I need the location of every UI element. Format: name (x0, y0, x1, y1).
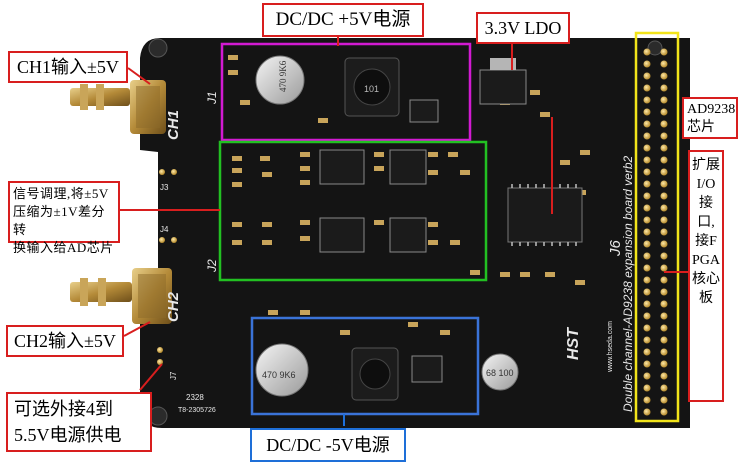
mount-hole (647, 40, 663, 56)
leader-ch2 (123, 321, 151, 337)
label-ldo: 3.3V LDO (476, 12, 570, 44)
ad9238-chip (507, 184, 583, 246)
box-dcdc-neg (250, 316, 480, 416)
label-ad-chip-line1: AD9238 (687, 102, 736, 117)
label-io-header: 扩展I/O接口,接FPGA核心板 (688, 150, 724, 402)
silk-j4: J4 (160, 225, 169, 234)
label-ext-line1: 可选外接4到 (14, 399, 113, 419)
silk-ch2: CH2 (165, 291, 182, 322)
label-ad-chip-line2: 芯片 (687, 120, 715, 135)
ldo-u7 (479, 69, 527, 105)
silk-hst: HST (565, 327, 582, 360)
silk-cap3: 68 100 (486, 368, 514, 378)
label-ldo-text: 3.3V LDO (484, 18, 562, 38)
label-ext-power: 可选外接4到 5.5V电源供电 (6, 392, 152, 452)
label-io-text: 扩展I/O接口,接FPGA核心板 (692, 158, 721, 306)
sma-connector-ch1 (70, 80, 166, 134)
leader-ext (139, 363, 163, 391)
reg-u8 (411, 355, 443, 383)
silk-code: T8-2305726 (178, 407, 216, 414)
opamp-u1 (319, 149, 427, 253)
silk-ch1: CH1 (165, 110, 182, 140)
box-dcdc-pos (220, 42, 472, 142)
silk-site: www.hseda.com (607, 321, 614, 373)
label-ch1: CH1输入±5V (8, 51, 128, 83)
silk-cap2: 470 9K6 (262, 370, 296, 380)
silk-title: Double channel-AD9238 expansion board ve… (621, 155, 635, 412)
svg-text:470 9K6: 470 9K6 (278, 60, 288, 92)
silk-j7: J7 (169, 371, 178, 380)
cap-c12: 470 9K6 (255, 55, 305, 105)
silk-inductor: 101 (364, 84, 379, 94)
label-ext-line2: 5.5V电源供电 (14, 425, 122, 445)
leader-ch1 (127, 67, 151, 85)
label-dcdc-neg-text: DC/DC -5V电源 (266, 435, 390, 455)
label-ch2-text: CH2输入±5V (14, 331, 116, 351)
label-signal-line2: 压缩为±1V差分转 (13, 204, 106, 237)
label-ch2: CH2输入±5V (6, 325, 124, 357)
cap-c23 (255, 343, 309, 397)
label-dcdc-pos-text: DC/DC +5V电源 (275, 9, 411, 30)
small-headers (157, 169, 177, 365)
label-dcdc-pos: DC/DC +5V电源 (262, 3, 424, 37)
label-ad-chip: AD9238 芯片 (682, 97, 738, 139)
cap-c25 (481, 353, 519, 391)
reg-u6 (409, 99, 439, 123)
silk-j6: J6 (607, 240, 624, 258)
silk-j3: J3 (160, 183, 169, 192)
label-signal-line1: 信号调理,将±5V (13, 186, 109, 201)
header-pins (643, 48, 668, 416)
box-io-header (634, 31, 680, 423)
silk-j1: J1 (205, 91, 219, 105)
label-signal-line3: 换输入给AD芯片 (13, 240, 114, 255)
label-signal-cond: 信号调理,将±5V 压缩为±1V差分转 换输入给AD芯片 (8, 181, 120, 255)
label-ch1-text: CH1输入±5V (17, 57, 119, 77)
label-dcdc-neg: DC/DC -5V电源 (250, 428, 406, 462)
silk-date: 2328 (186, 393, 204, 402)
silk-j2: J2 (205, 259, 219, 273)
sma-connector-ch2 (70, 268, 172, 324)
mount-hole (148, 38, 168, 58)
